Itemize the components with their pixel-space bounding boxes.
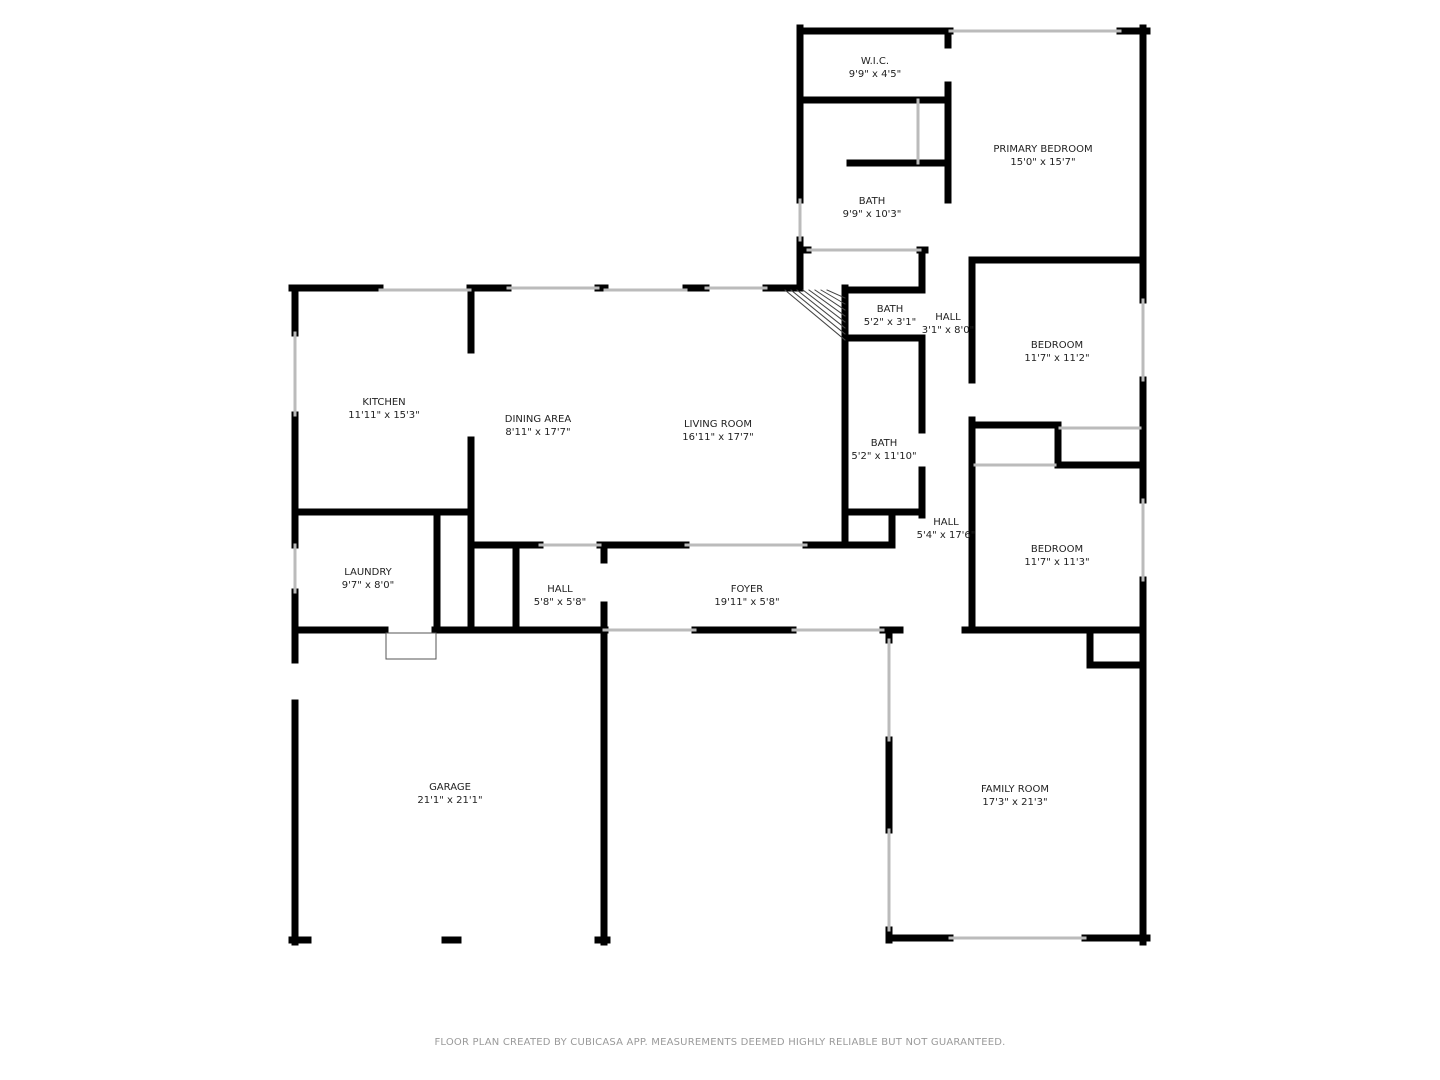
footer-disclaimer: FLOOR PLAN CREATED BY CUBICASA APP. MEAS… (434, 1037, 1006, 1048)
room-wic: W.I.C.9'9" x 4'5" (848, 56, 902, 80)
stair-tread (826, 289, 846, 299)
stair-tread (802, 289, 846, 323)
stair-tread (814, 289, 846, 311)
garage-step (385, 632, 437, 660)
stair-tread (784, 289, 846, 341)
stair-tread (820, 289, 846, 305)
stair-tread (796, 289, 846, 329)
stair-tread (808, 289, 846, 317)
stair-tread (790, 289, 846, 335)
